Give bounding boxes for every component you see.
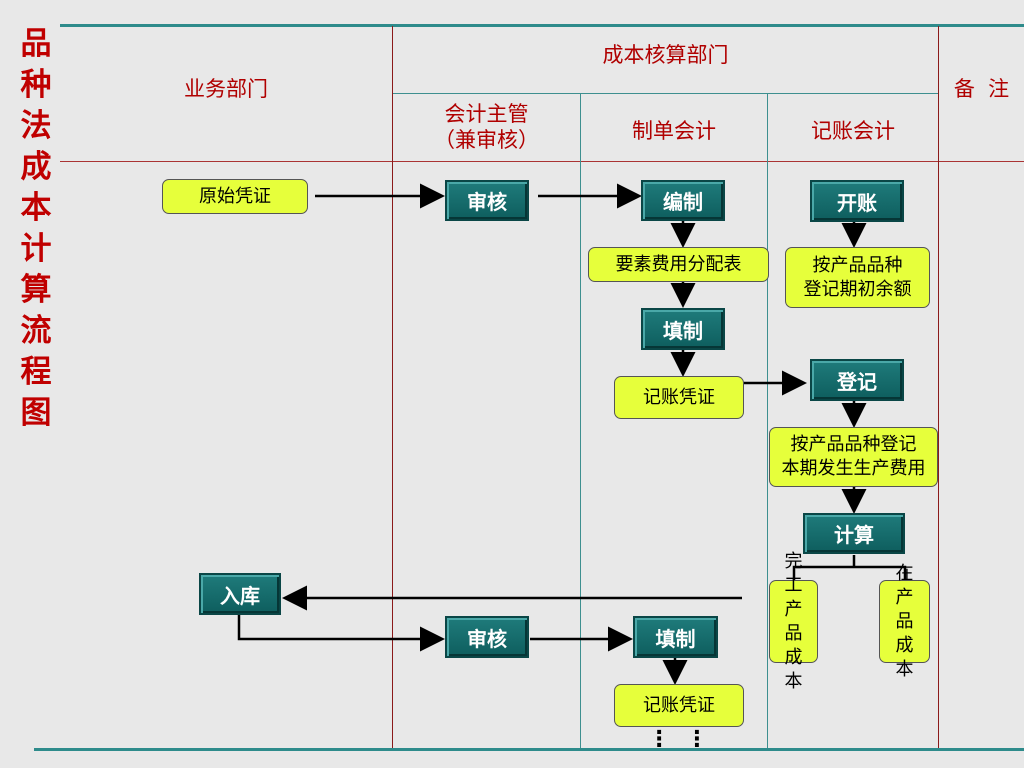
business-dept-header: 业务部门 bbox=[184, 77, 268, 101]
calculate-node: 计算 bbox=[803, 513, 905, 554]
bookkeeping-accountant-header: 记账会计 bbox=[811, 119, 895, 143]
continuation-marker: ⋮ ⋮ bbox=[648, 727, 712, 752]
title-char: 成 bbox=[20, 149, 52, 185]
register-node: 登记 bbox=[810, 359, 904, 401]
remarks-header: 备 注 bbox=[953, 77, 1010, 101]
arrow-warehousing-to-review bbox=[237, 614, 445, 652]
title-char: 种 bbox=[20, 67, 52, 103]
register-opening-balance-node: 按产品品种 登记期初余额 bbox=[785, 247, 930, 308]
fill-node-1: 填制 bbox=[641, 308, 725, 350]
register-period-cost-node: 按产品品种登记 本期发生生产费用 bbox=[769, 427, 938, 487]
voucher-column-divider bbox=[767, 94, 768, 748]
register-opening-line2: 登记期初余额 bbox=[803, 278, 912, 300]
register-period-line2: 本期发生生产费用 bbox=[781, 458, 926, 479]
voucher-accountant-header: 制单会计 bbox=[632, 119, 716, 143]
title-char: 图 bbox=[20, 395, 52, 431]
title-char: 流 bbox=[20, 313, 52, 349]
title-char: 算 bbox=[20, 272, 52, 308]
review-node-2: 审核 bbox=[445, 616, 529, 658]
fill-node-2: 填制 bbox=[633, 616, 718, 658]
supervisor-header-line2: （兼审核） bbox=[434, 128, 539, 152]
subheader-divider bbox=[393, 93, 939, 94]
bottom-border bbox=[34, 748, 1024, 751]
top-border bbox=[60, 24, 1024, 27]
supervisor-column-divider bbox=[580, 94, 581, 748]
register-period-line1: 按产品品种登记 bbox=[790, 434, 917, 455]
accounting-voucher-node-2: 记账凭证 bbox=[614, 684, 744, 727]
header-divider bbox=[60, 161, 1024, 162]
title-char: 本 bbox=[20, 190, 52, 226]
calc-branch bbox=[792, 555, 907, 580]
supervisor-header: 会计主管 （兼审核） bbox=[393, 101, 580, 153]
register-opening-line1: 按产品品种 bbox=[812, 254, 903, 276]
supervisor-header-line1: 会计主管 bbox=[444, 102, 529, 126]
title-char: 程 bbox=[20, 354, 52, 390]
compile-node: 编制 bbox=[641, 180, 725, 221]
remarks-column-divider bbox=[938, 26, 939, 748]
business-column-divider bbox=[392, 26, 393, 748]
cost-dept-header: 成本核算部门 bbox=[602, 43, 729, 67]
wip-cost-node: 在产品成本 bbox=[879, 563, 930, 680]
title-char: 品 bbox=[20, 26, 52, 62]
accounting-voucher-node-1: 记账凭证 bbox=[614, 376, 744, 419]
vertical-title: 品 种 法 成 本 计 算 流 程 图 bbox=[18, 24, 54, 434]
open-account-node: 开账 bbox=[810, 180, 904, 222]
finished-product-cost-node: 完工产品成本 bbox=[769, 551, 818, 692]
title-char: 计 bbox=[20, 231, 52, 267]
title-char: 法 bbox=[20, 108, 52, 144]
review-node-1: 审核 bbox=[445, 180, 529, 221]
warehousing-node: 入库 bbox=[199, 573, 281, 615]
original-voucher-node: 原始凭证 bbox=[162, 179, 308, 214]
factor-cost-allocation-node: 要素费用分配表 bbox=[588, 247, 769, 282]
